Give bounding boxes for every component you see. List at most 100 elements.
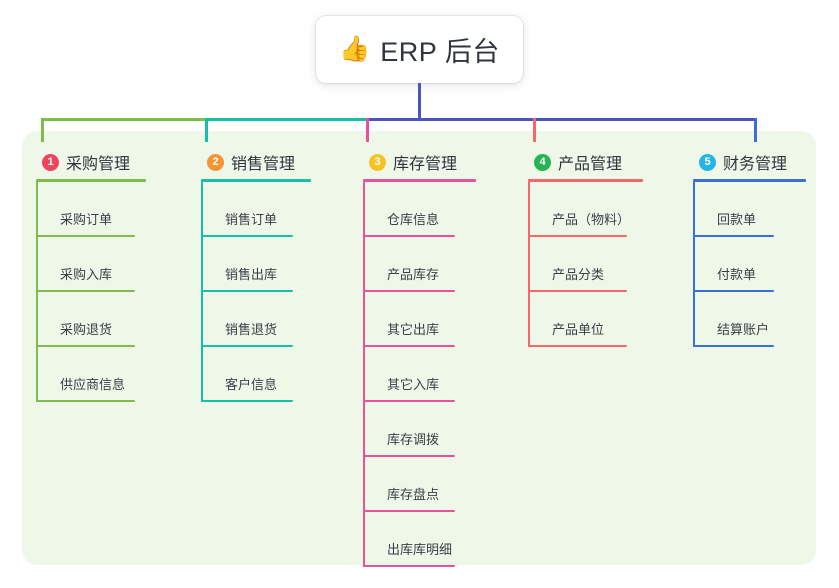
branch-header-rule [36, 179, 146, 182]
branch-item[interactable]: 供应商信息 [36, 347, 146, 402]
branch-item[interactable]: 采购入库 [36, 237, 146, 292]
branch-item-rule [363, 290, 456, 292]
branch-item[interactable]: 结算账户 [693, 292, 806, 347]
branch-column-5: 5 财务管理回款单付款单结算账户 [693, 145, 806, 347]
branch-item-label: 回款单 [717, 212, 757, 227]
branch-drop-3 [366, 118, 369, 142]
root-stem [418, 83, 421, 121]
branch-item[interactable]: 客户信息 [201, 347, 311, 402]
branch-item-rule [36, 235, 135, 237]
branch-spine [36, 182, 38, 402]
thumbs-up-icon: 👍 [339, 35, 371, 63]
bus-segment-green [41, 118, 205, 121]
branch-column-1: 1 采购管理采购订单采购入库采购退货供应商信息 [36, 145, 146, 402]
branch-item[interactable]: 销售订单 [201, 182, 311, 237]
branch-header-5[interactable]: 5 财务管理 [693, 145, 806, 179]
branch-item-rule [693, 345, 775, 347]
branch-item-rule [363, 400, 456, 402]
branch-item[interactable]: 库存盘点 [363, 457, 476, 512]
branch-number-badge: 4 [534, 153, 551, 171]
branch-item-list: 仓库信息产品库存其它出库其它入库库存调拨库存盘点出库库明细 [363, 182, 476, 567]
branch-item-rule [201, 400, 294, 402]
branch-title: 财务管理 [723, 156, 788, 173]
branch-item[interactable]: 回款单 [693, 182, 806, 237]
branch-item-rule [528, 290, 627, 292]
branch-header-rule [528, 179, 643, 182]
branch-drop-5 [754, 118, 757, 142]
branch-item[interactable]: 库存调拨 [363, 402, 476, 457]
branch-item[interactable]: 产品单位 [528, 292, 643, 347]
branch-item-label: 产品分类 [552, 267, 605, 282]
branch-item-rule [363, 345, 456, 347]
branch-title: 销售管理 [231, 156, 296, 173]
branch-item-label: 其它出库 [387, 322, 440, 337]
branch-item-label: 结算账户 [717, 322, 770, 337]
branch-item-label: 库存调拨 [387, 432, 440, 447]
branch-spine [201, 182, 203, 402]
branch-spine [363, 182, 365, 567]
branch-number-badge: 2 [207, 153, 224, 171]
branch-item-rule [201, 290, 294, 292]
branch-title: 库存管理 [393, 156, 458, 173]
branch-item[interactable]: 其它出库 [363, 292, 476, 347]
branch-header-2[interactable]: 2 销售管理 [201, 145, 311, 179]
branch-number-badge: 3 [369, 153, 386, 171]
branch-item[interactable]: 采购退货 [36, 292, 146, 347]
branch-item-rule [363, 565, 456, 567]
branch-item-rule [201, 235, 294, 237]
branch-item[interactable]: 付款单 [693, 237, 806, 292]
branch-item-rule [201, 345, 294, 347]
branch-item-rule [36, 290, 135, 292]
branch-number-badge: 1 [42, 153, 59, 171]
branch-item[interactable]: 其它入库 [363, 347, 476, 402]
branch-item-label: 产品单位 [552, 322, 605, 337]
branch-item-rule [693, 290, 775, 292]
branch-item[interactable]: 出库库明细 [363, 512, 476, 567]
branch-header-rule [201, 179, 311, 182]
branch-item[interactable]: 销售退货 [201, 292, 311, 347]
branch-item-rule [528, 235, 627, 237]
branch-item-label: 出库库明细 [387, 542, 453, 557]
branch-drop-1 [41, 118, 44, 142]
branch-item-label: 采购订单 [60, 212, 113, 227]
branch-item-label: 销售订单 [225, 212, 278, 227]
bus-segment-teal [205, 118, 366, 121]
branch-drop-2 [205, 118, 208, 142]
branch-item-label: 产品库存 [387, 267, 440, 282]
branch-item-rule [363, 235, 456, 237]
branch-item-label: 其它入库 [387, 377, 440, 392]
branch-item-label: 销售退货 [225, 322, 278, 337]
branch-item-label: 仓库信息 [387, 212, 440, 227]
branch-item-list: 产品（物料） 产品分类产品单位 [528, 182, 643, 347]
branch-item-label: 供应商信息 [60, 377, 126, 392]
bus-segment-purple [366, 118, 754, 121]
branches-panel [22, 131, 816, 565]
branch-header-3[interactable]: 3 库存管理 [363, 145, 476, 179]
branch-item-list: 回款单付款单结算账户 [693, 182, 806, 347]
branch-item-rule [528, 345, 627, 347]
branch-header-rule [363, 179, 476, 182]
branch-item[interactable]: 产品库存 [363, 237, 476, 292]
branch-column-3: 3 库存管理仓库信息产品库存其它出库其它入库库存调拨库存盘点出库库明细 [363, 145, 476, 567]
branch-item-rule [36, 400, 135, 402]
branch-drop-4 [533, 118, 536, 142]
branch-item[interactable]: 产品（物料） [528, 182, 643, 237]
branch-title: 采购管理 [66, 156, 131, 173]
branch-header-rule [693, 179, 806, 182]
branch-item-rule [363, 455, 456, 457]
branch-header-1[interactable]: 1 采购管理 [36, 145, 146, 179]
branch-column-2: 2 销售管理销售订单销售出库销售退货客户信息 [201, 145, 311, 402]
branch-item[interactable]: 采购订单 [36, 182, 146, 237]
branch-item-rule [693, 235, 775, 237]
root-node[interactable]: 👍 ERP 后台 [316, 16, 523, 83]
branch-item-rule [36, 345, 135, 347]
branch-item[interactable]: 仓库信息 [363, 182, 476, 237]
branch-spine [528, 182, 530, 347]
branch-number-badge: 5 [699, 153, 716, 171]
branch-item-rule [363, 510, 456, 512]
branch-item[interactable]: 产品分类 [528, 237, 643, 292]
branch-item[interactable]: 销售出库 [201, 237, 311, 292]
